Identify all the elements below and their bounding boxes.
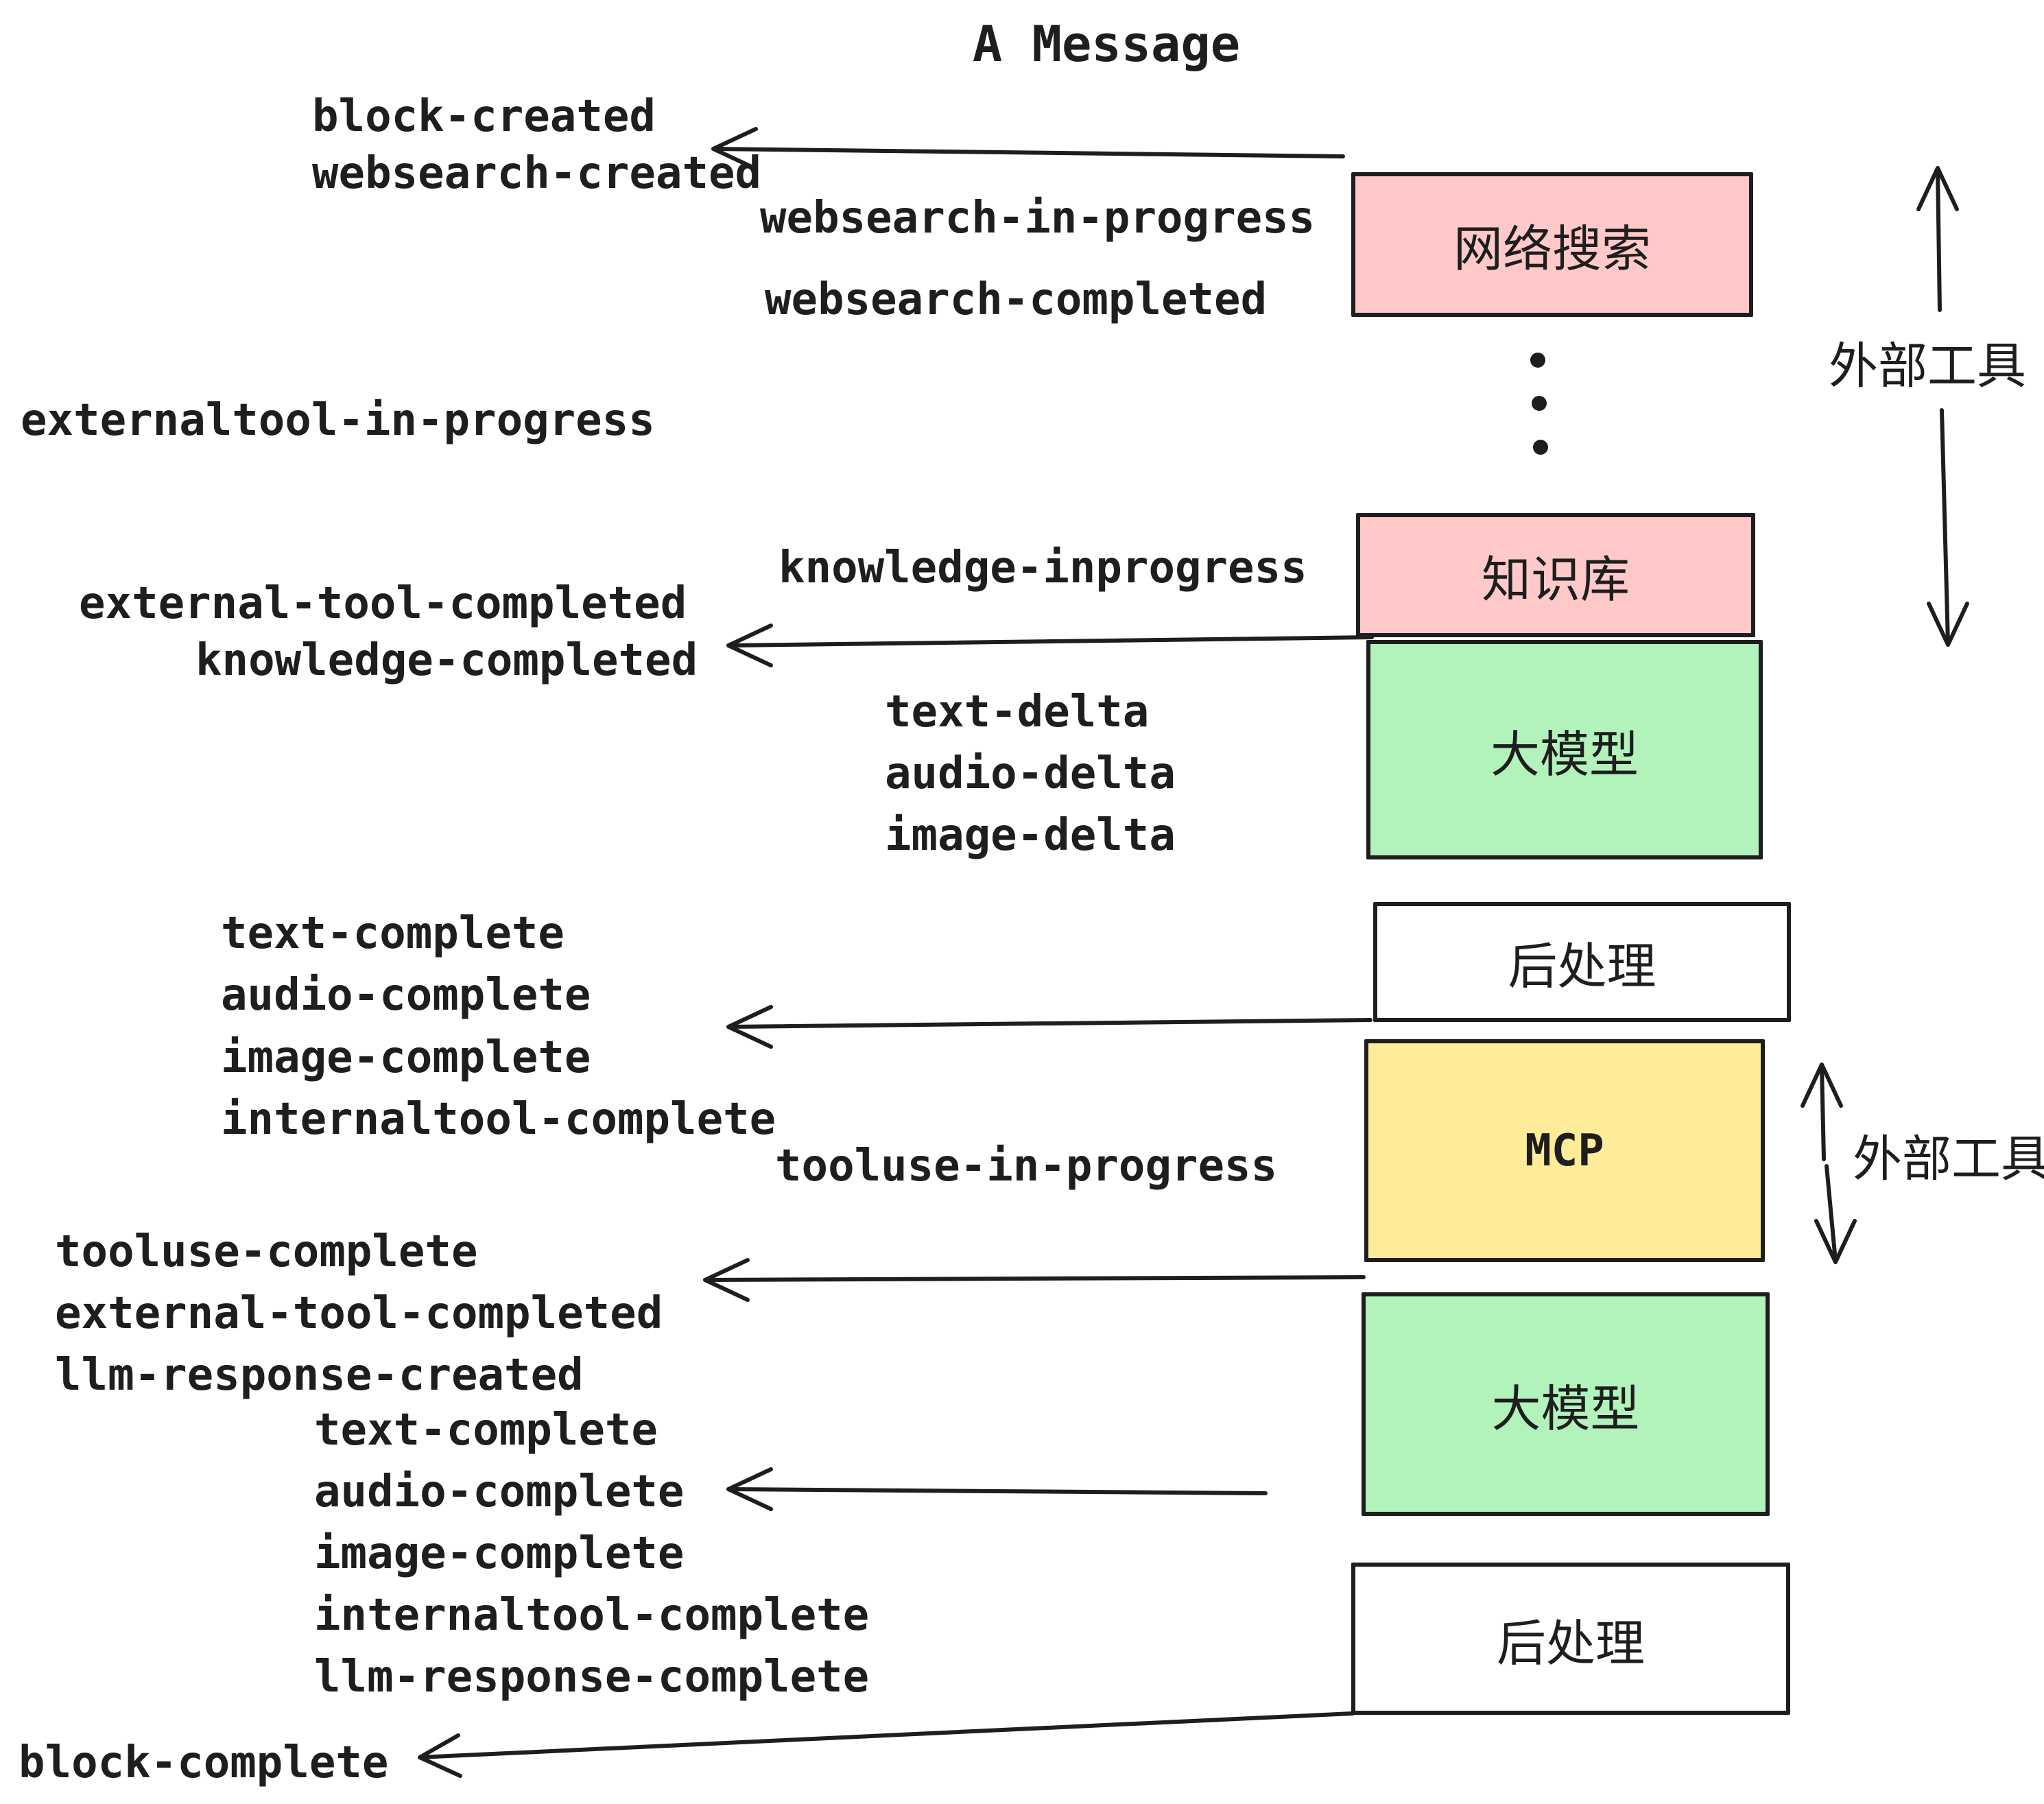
arrow-block-created <box>711 127 1345 171</box>
arrow-external-tools-down-2 <box>1814 1164 1857 1264</box>
event-audio-complete-1: audio-complete <box>221 970 591 1021</box>
arrow-external-tools-down-1 <box>1927 408 1969 647</box>
arrow-image-complete <box>726 1005 1372 1049</box>
event-text-complete-1: text-complete <box>221 908 565 959</box>
box-knowledge-base-label: 知识库 <box>1481 551 1630 608</box>
event-block-created: block-created <box>312 91 656 142</box>
event-text-delta-1: text-delta <box>885 687 1150 737</box>
event-image-complete-1: image-complete <box>221 1032 591 1083</box>
box-postprocess-1-label: 后处理 <box>1508 938 1656 995</box>
box-llm-1-label: 大模型 <box>1490 725 1639 783</box>
arrow-external-tools-up-1 <box>1916 166 1959 312</box>
box-mcp: MCP <box>1364 1039 1765 1262</box>
event-internaltool-complete-2: internaltool-complete <box>314 1590 870 1641</box>
box-knowledge-base: 知识库 <box>1356 513 1755 637</box>
ellipsis-dots-icon <box>1530 353 1548 455</box>
event-internaltool-complete-1: internaltool-complete <box>221 1094 776 1145</box>
event-audio-complete-2: audio-complete <box>314 1467 685 1517</box>
arrow-audio-complete <box>726 1467 1268 1511</box>
event-block-complete: block-complete <box>19 1737 389 1788</box>
arrow-external-tools-up-2 <box>1801 1063 1843 1161</box>
event-knowledge-inprogress: knowledge-inprogress <box>779 543 1307 593</box>
label-external-tools-2: 外部工具 <box>1852 1130 2044 1188</box>
page-title: A Message <box>972 15 1241 73</box>
box-postprocess-1: 后处理 <box>1373 902 1791 1022</box>
event-externaltool-in-progress: externaltool-in-progress <box>21 395 655 446</box>
box-postprocess-2: 后处理 <box>1351 1563 1790 1715</box>
event-llm-response-complete: llm-response-complete <box>314 1652 870 1702</box>
event-image-delta-1: image-delta <box>885 810 1176 861</box>
arrow-knowledge-completed <box>726 624 1374 667</box>
event-tooluse-complete: tooluse-complete <box>55 1226 478 1277</box>
box-llm-2-label: 大模型 <box>1491 1379 1640 1438</box>
box-llm-1: 大模型 <box>1366 640 1763 859</box>
box-websearch: 网络搜索 <box>1351 172 1753 317</box>
event-knowledge-completed: knowledge-completed <box>195 635 698 686</box>
event-llm-response-created: llm-response-created <box>55 1350 584 1401</box>
box-websearch-label: 网络搜索 <box>1453 220 1651 278</box>
event-external-tool-completed-2: external-tool-completed <box>55 1288 663 1339</box>
event-websearch-completed: websearch-completed <box>765 274 1268 325</box>
box-mcp-label: MCP <box>1525 1125 1604 1176</box>
event-audio-delta-1: audio-delta <box>885 748 1176 799</box>
event-tooluse-in-progress: tooluse-in-progress <box>775 1141 1278 1191</box>
event-websearch-created: websearch-created <box>312 148 762 199</box>
event-image-complete-2: image-complete <box>314 1528 685 1579</box>
event-websearch-in-progress: websearch-in-progress <box>760 193 1316 244</box>
event-text-complete-2: text-complete <box>314 1405 658 1456</box>
arrow-tooluse-complete <box>703 1258 1366 1302</box>
event-external-tool-completed-1: external-tool-completed <box>79 578 687 629</box>
arrow-block-complete <box>418 1711 1355 1778</box>
box-postprocess-2-label: 后处理 <box>1496 1614 1645 1672</box>
label-external-tools-1: 外部工具 <box>1828 337 2027 395</box>
box-llm-2: 大模型 <box>1362 1292 1770 1516</box>
